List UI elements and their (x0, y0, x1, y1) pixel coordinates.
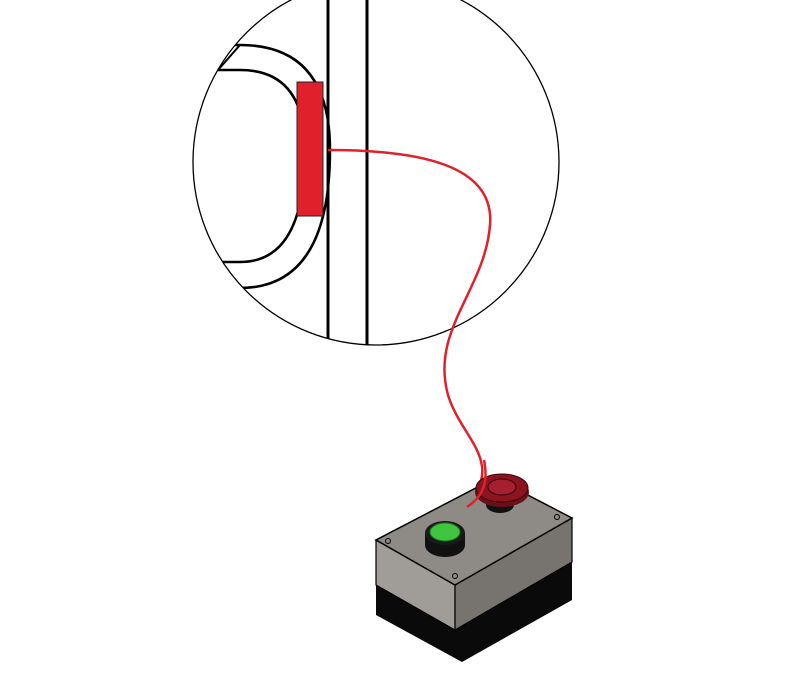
green-push-button (425, 521, 465, 557)
detail-magnifier-circle (192, 0, 560, 346)
control-station-box (374, 459, 574, 662)
lid-top (374, 477, 574, 586)
callout-leader-line (327, 148, 492, 508)
emergency-stop-button (475, 473, 529, 513)
highlighted-part (296, 81, 324, 217)
enclosure-base (376, 560, 572, 662)
